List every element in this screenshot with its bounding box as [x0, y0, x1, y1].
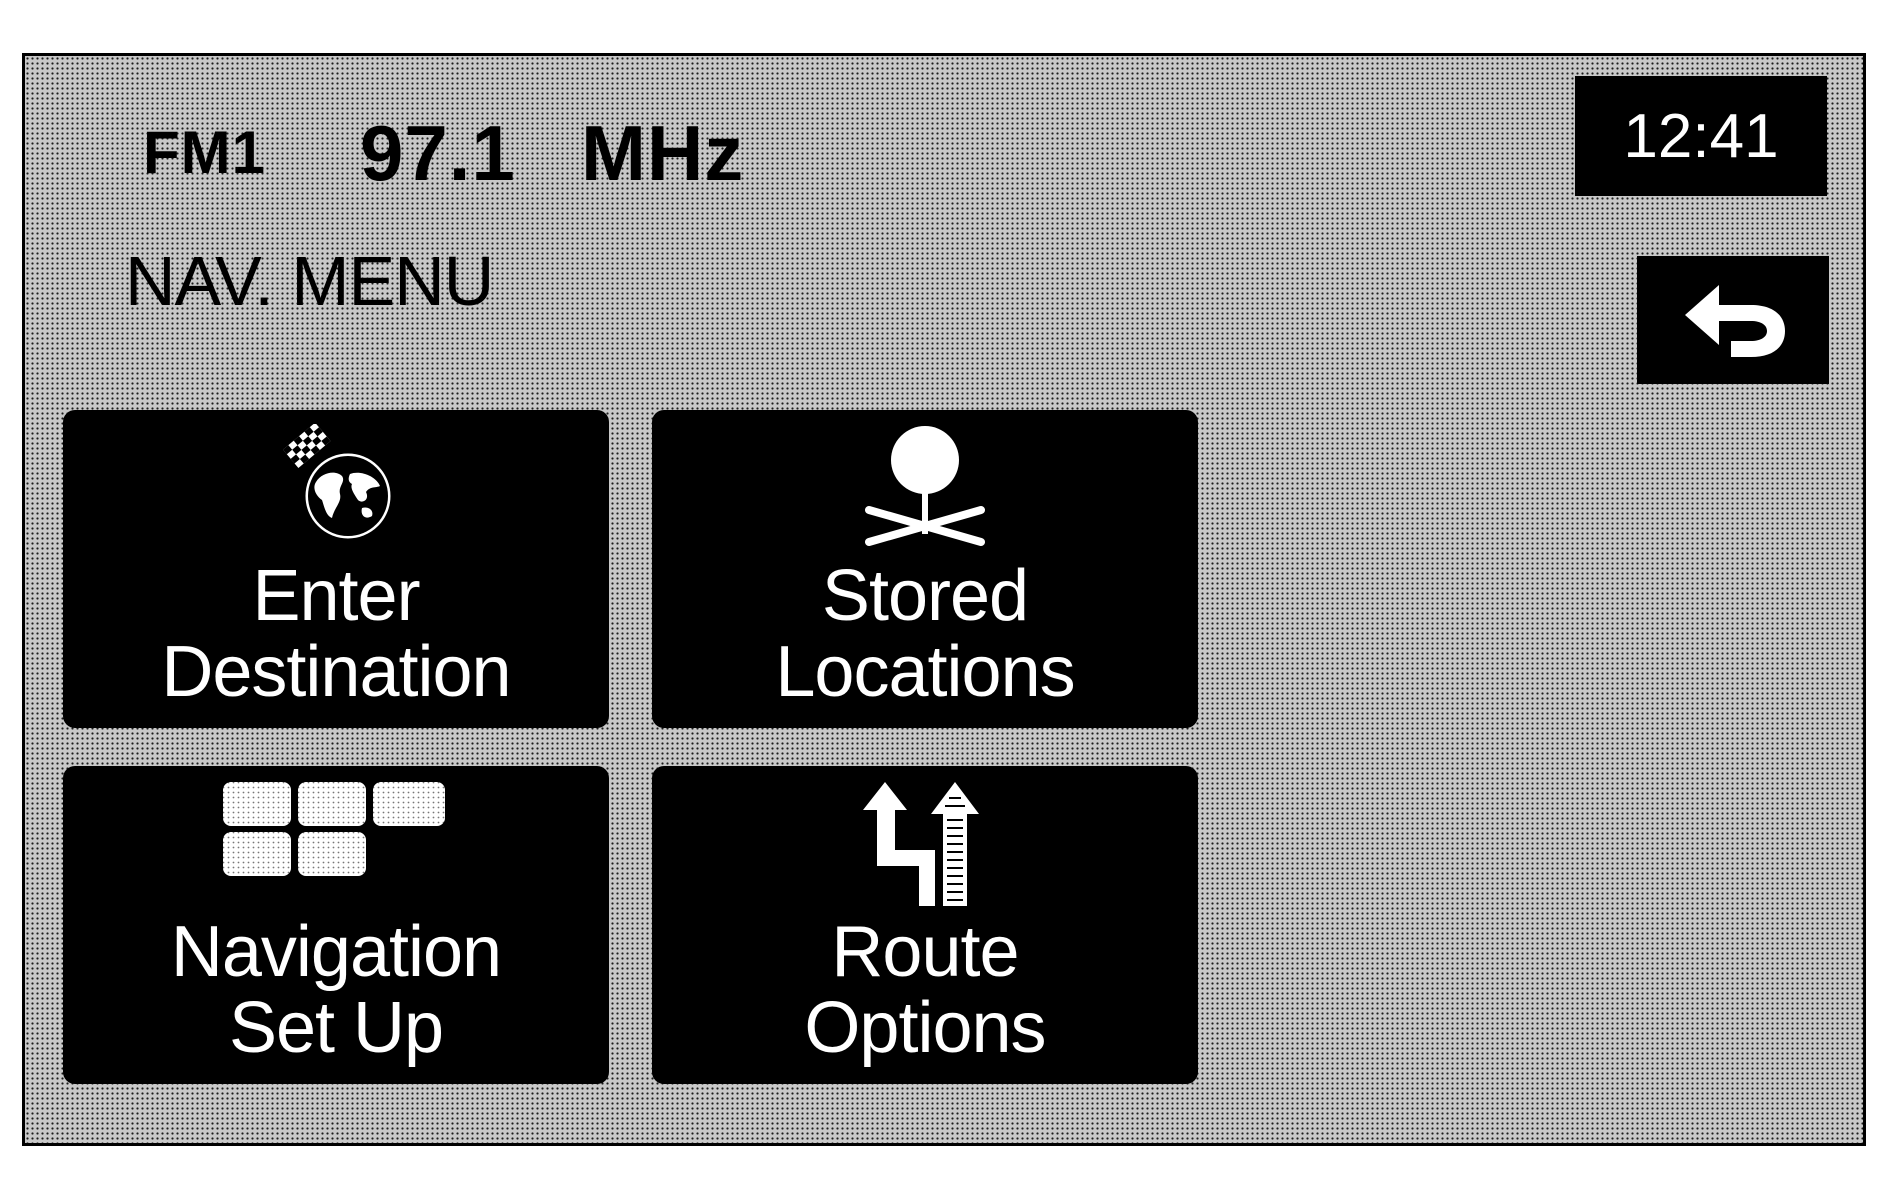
page-title: NAV. MENU: [125, 242, 494, 320]
route-arrows-icon: [863, 782, 979, 906]
route-options-button[interactable]: Route Options: [652, 766, 1198, 1084]
navigation-setup-label-2: Set Up: [228, 988, 444, 1068]
enter-destination-button[interactable]: Enter Destination: [63, 410, 609, 728]
back-button[interactable]: [1637, 256, 1829, 384]
nav-screen: FM1 97.1 MHz 12:41 NAV. MENU: [22, 53, 1866, 1146]
route-options-label-2: Options: [804, 988, 1046, 1068]
stored-locations-label-1: Stored: [821, 556, 1029, 636]
back-arrow-icon: [1685, 285, 1785, 357]
enter-destination-label-1: Enter: [252, 556, 420, 636]
location-pin-icon: [865, 426, 985, 546]
navigation-setup-label-1: Navigation: [170, 912, 502, 992]
navigation-setup-button[interactable]: Navigation Set Up: [63, 766, 609, 1084]
grid-keys-icon: [223, 782, 445, 876]
route-options-label-1: Route: [831, 912, 1019, 992]
stored-locations-label-2: Locations: [775, 632, 1075, 712]
radio-frequency-unit: MHz: [581, 109, 745, 197]
stored-locations-button[interactable]: Stored Locations: [652, 410, 1198, 728]
radio-band: FM1: [143, 119, 266, 186]
clock-display: 12:41: [1575, 76, 1827, 196]
radio-frequency: 97.1: [360, 109, 516, 197]
enter-destination-label-2: Destination: [161, 632, 511, 712]
globe-flag-icon: [282, 424, 394, 542]
